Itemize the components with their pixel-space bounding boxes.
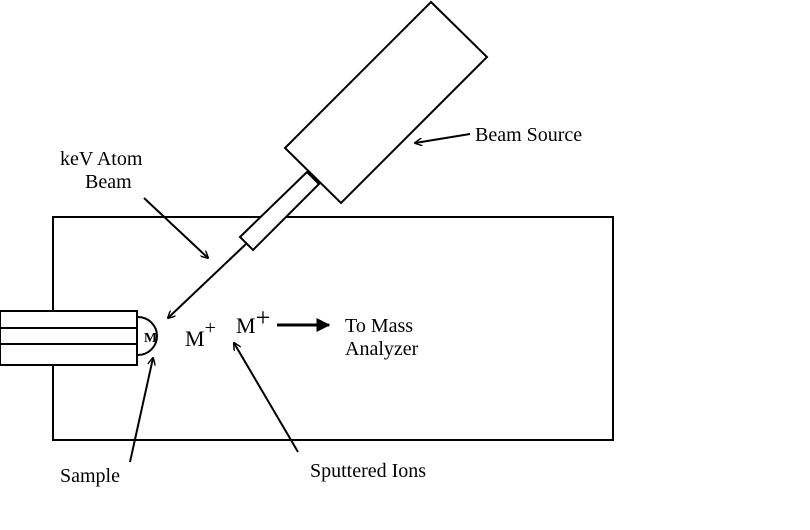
sputtered-ions-arrow (234, 343, 299, 453)
beam-label-line2: Beam (85, 171, 132, 193)
beam-source-label: Beam Source (475, 124, 582, 146)
sample-symbol: M (144, 331, 157, 346)
beam-source-body (283, 0, 489, 205)
sample-holder (0, 310, 138, 366)
beam-label-arrow (143, 197, 208, 258)
beam-source-arrow (415, 133, 471, 143)
beam-source-nozzle (238, 170, 321, 252)
beam-label-line1: keV Atom (60, 148, 143, 170)
sample-label: Sample (60, 465, 120, 487)
ion-1: M+ (185, 317, 216, 351)
sputtered-ions-label: Sputtered Ions (310, 460, 426, 482)
atom-beam-line (168, 243, 247, 318)
sample-spot (137, 316, 158, 356)
sample-arrow (129, 358, 153, 463)
analyzer-label-line2: Analyzer (345, 338, 419, 360)
ion-2: M+ (236, 303, 270, 338)
beam-source (238, 0, 489, 252)
analyzer-label-line1: To Mass (345, 315, 413, 337)
